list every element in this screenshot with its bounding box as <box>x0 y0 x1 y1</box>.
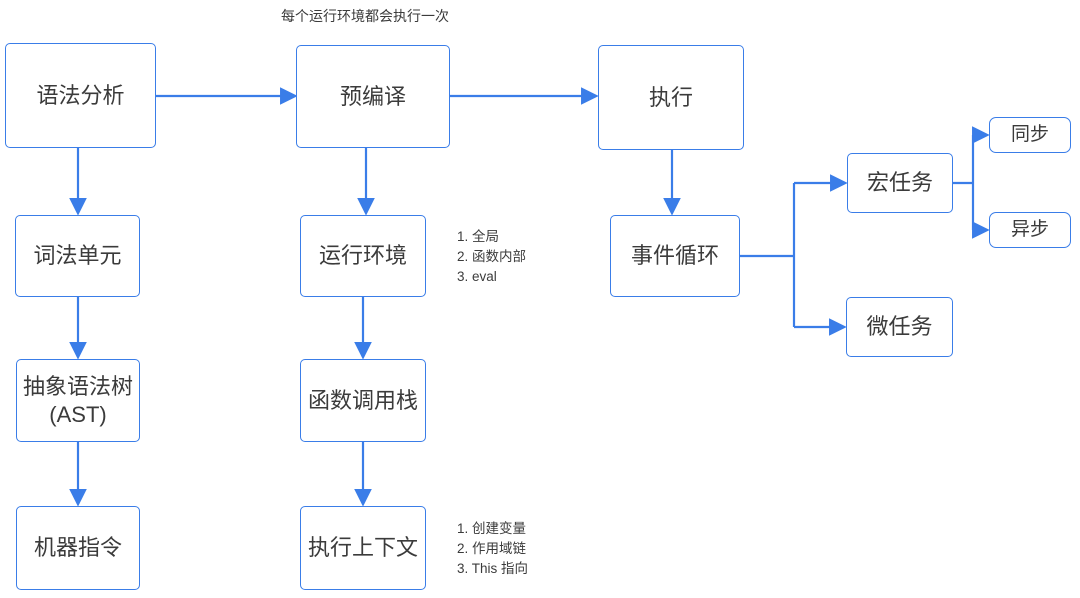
note-runtime-env-item: 1. 全局 <box>457 229 500 244</box>
node-execute-label: 执行 <box>648 84 693 110</box>
node-runtime-env-label: 运行环境 <box>318 243 407 269</box>
node-async: 异步 <box>989 212 1071 248</box>
node-async-label: 异步 <box>1010 219 1049 241</box>
node-micro-task-label: 微任务 <box>866 314 933 340</box>
node-sync: 同步 <box>989 117 1071 153</box>
node-precompile: 预编译 <box>296 45 450 148</box>
node-ast-label: 抽象语法树 <box>22 374 133 399</box>
note-exec-context-item: 2. 作用域链 <box>457 541 527 556</box>
node-machine-instructions: 机器指令 <box>16 506 140 590</box>
node-execution-context-label: 执行上下文 <box>307 535 418 561</box>
node-sync-label: 同步 <box>1010 124 1049 146</box>
node-precompile-label: 预编译 <box>339 83 406 109</box>
note-runtime-env-item: 2. 函数内部 <box>457 249 527 264</box>
node-event-loop-label: 事件循环 <box>630 243 719 269</box>
node-syntax-analysis: 语法分析 <box>5 43 156 148</box>
note-exec-context-item: 3. This 指向 <box>457 561 529 576</box>
node-machine-instructions-label: 机器指令 <box>33 535 122 561</box>
node-runtime-env: 运行环境 <box>300 215 426 297</box>
node-execution-context: 执行上下文 <box>300 506 426 590</box>
annotation-runtime-note: 每个运行环境都会执行一次 <box>281 8 449 24</box>
node-macro-task-label: 宏任务 <box>866 170 933 196</box>
node-micro-task: 微任务 <box>846 297 953 357</box>
node-event-loop: 事件循环 <box>610 215 740 297</box>
node-call-stack-label: 函数调用栈 <box>307 387 418 413</box>
node-execute: 执行 <box>598 45 744 150</box>
node-lexical-unit-label: 词法单元 <box>33 243 122 269</box>
node-lexical-unit: 词法单元 <box>15 215 140 297</box>
node-call-stack: 函数调用栈 <box>300 359 426 442</box>
note-exec-context-item: 1. 创建变量 <box>457 521 527 536</box>
note-exec-context: 1. 创建变量 2. 作用域链 3. This 指向 <box>457 519 528 579</box>
node-macro-task: 宏任务 <box>847 153 953 213</box>
note-runtime-env-item: 3. eval <box>457 269 497 284</box>
note-runtime-env: 1. 全局 2. 函数内部 3. eval <box>457 227 526 287</box>
node-ast: 抽象语法树 (AST) <box>16 359 140 442</box>
node-ast-sublabel: (AST) <box>49 401 107 427</box>
node-syntax-analysis-label: 语法分析 <box>36 82 125 108</box>
